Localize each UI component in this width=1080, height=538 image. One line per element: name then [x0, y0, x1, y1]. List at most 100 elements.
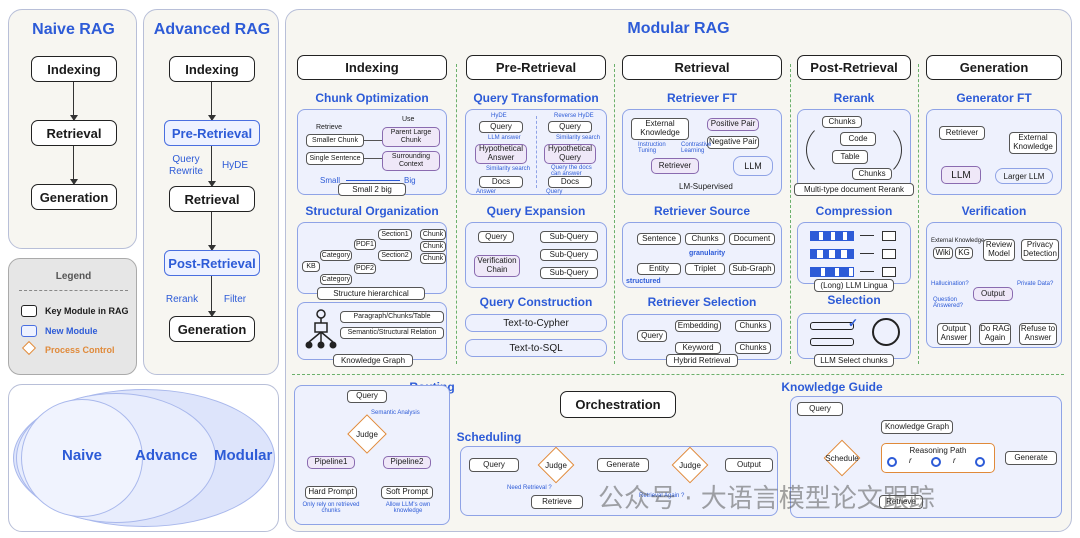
kg-generate-box: Generate	[1005, 451, 1057, 465]
small-big-arrow	[346, 180, 400, 181]
reasoning-node-1	[887, 457, 897, 467]
scheduling-title: Scheduling	[456, 430, 522, 444]
col-generation: Generation	[926, 55, 1062, 80]
sched-generate-box: Generate	[597, 458, 649, 472]
hyde-docs-box: Docs	[479, 176, 523, 188]
answer-tiny: Answer	[476, 189, 497, 195]
retriever-ft-box: External Knowledge Positive Pair Negativ…	[622, 109, 782, 195]
llm-select-caption: LLM Select chunks	[814, 354, 894, 367]
venn-panel: Naive Advance Modular	[8, 384, 279, 532]
advanced-indexing-step: Indexing	[169, 56, 255, 82]
retriever-source-box: Sentence Chunks Document granularity Ent…	[622, 222, 782, 288]
knowledge-graph-icon	[305, 309, 337, 349]
selection-title: Selection	[827, 293, 881, 307]
knowledge-graph-caption: Knowledge Graph	[333, 354, 413, 367]
advanced-rag-panel: Advanced RAG Indexing Pre-Retrieval Quer…	[143, 9, 279, 375]
surrounding-context-box: Surrounding Context	[382, 151, 440, 171]
lm-supervised-label: LM-Supervised	[679, 182, 733, 191]
reverse-hyde-tiny: Reverse HyDE	[554, 113, 594, 119]
compressed-bar-1	[882, 231, 896, 241]
naive-indexing-step: Indexing	[31, 56, 117, 82]
retrieval-again-tiny: Retrieval Again ?	[639, 493, 685, 499]
chunk-link-line	[364, 140, 382, 141]
wiki-box: Wiki	[933, 247, 953, 259]
sub-query-3: Sub-Query	[540, 267, 598, 279]
instruction-tuning-tiny: Instruction Tuning	[638, 142, 666, 154]
kg-box: KG	[955, 247, 973, 259]
col-post-retrieval: Post-Retrieval	[797, 55, 911, 80]
separator-3	[790, 64, 791, 364]
reasoning-r-1: r	[909, 456, 912, 465]
hyp-answer-box: Hypothetical Answer	[475, 144, 527, 164]
compression-box	[797, 222, 911, 284]
subgraph-box: Sub-Graph	[729, 263, 775, 275]
private-data-tiny: Private Data?	[1017, 281, 1054, 287]
ft-retriever-box: Retriever	[651, 158, 699, 174]
query-expansion-box: Query Verification Chain Sub-Query Sub-Q…	[465, 222, 607, 288]
separator-horizontal	[292, 374, 1064, 375]
advanced-arrow-1	[207, 82, 216, 121]
document-box: Document	[729, 233, 775, 245]
sub-query-2: Sub-Query	[540, 249, 598, 261]
knowledge-graph-box: Paragraph/Chunks/Table Semantic/Structur…	[297, 302, 447, 360]
category-node-2: Category	[320, 274, 352, 285]
advanced-rag-title: Advanced RAG	[153, 21, 271, 38]
naive-retrieval-step: Retrieval	[31, 120, 117, 146]
entity-box: Entity	[637, 263, 681, 275]
advanced-post-retrieval: Post-Retrieval	[164, 250, 260, 276]
qe-query-box: Query	[478, 231, 514, 243]
filter-label: Filter	[223, 294, 247, 305]
legend-divider	[19, 290, 128, 291]
compressed-bar-3	[882, 267, 896, 277]
col-indexing: Indexing	[297, 55, 447, 80]
kg-query-box: Query	[797, 402, 843, 416]
advanced-generation-step: Generation	[169, 316, 255, 342]
pipeline2-box: Pipeline2	[383, 456, 431, 469]
knowledge-guide-title: Knowledge Guide	[781, 380, 883, 394]
compression-arrow-1	[860, 235, 874, 236]
orchestration-title: Orchestration	[560, 391, 676, 418]
compression-title: Compression	[815, 204, 893, 218]
use-label: Use	[402, 116, 415, 123]
query-rewrite-label: Query Rewrite	[169, 154, 203, 177]
legend-key-swatch	[21, 305, 37, 317]
selection-box: ✓	[797, 313, 911, 359]
sched-output-box: Output	[725, 458, 773, 472]
need-retrieval-tiny: Need Retrieval ?	[507, 485, 552, 491]
do-rag-again-box: Do RAG Again	[979, 323, 1011, 345]
pdf1-node: PDF1	[354, 239, 376, 250]
semantic-analysis-tiny: Semantic Analysis	[371, 410, 420, 416]
llm-lingua-caption: (Long) LLM Lingua	[814, 279, 894, 292]
hyde-query-box: Query	[479, 121, 523, 133]
sched-judge-label-1: Judge	[545, 460, 567, 470]
ft-llm-box: LLM	[733, 156, 773, 176]
retrieve-label: Retrieve	[316, 124, 343, 131]
kg-knowledge-graph-box: Knowledge Graph	[881, 420, 953, 434]
rerank-loop	[806, 122, 902, 178]
advanced-arrow-3	[207, 212, 216, 251]
paragraph-chunks-table-box: Paragraph/Chunks/Table	[340, 311, 444, 323]
hallucination-tiny: Hallucination?	[931, 281, 969, 287]
sentence-box: Sentence	[637, 233, 681, 245]
query-tiny: Query	[546, 189, 563, 195]
single-sentence-box: Single Sentence	[306, 152, 364, 165]
ext-knowledge-tiny: External Knowledge	[931, 238, 985, 244]
selection-line-2	[810, 338, 854, 346]
hybrid-retrieval-caption: Hybrid Retrieval	[666, 354, 738, 367]
retriever-selection-box: Query Embedding Keyword Chunks Chunks	[622, 314, 782, 360]
routing-query-box: Query	[347, 390, 387, 403]
selection-query-box: Query	[637, 330, 667, 342]
venn-naive-circle	[21, 399, 143, 517]
review-model-box: Review Model	[983, 239, 1015, 261]
triplet-box: Triplet	[685, 263, 725, 275]
structural-organization-box: KB Category Category PDF1 PDF2 Section1 …	[297, 222, 447, 294]
structural-organization-title: Structural Organization	[305, 204, 439, 218]
output-answer-box: Output Answer	[937, 323, 971, 345]
keyword-chunks-box: Chunks	[735, 342, 771, 354]
chunk-node-2: Chunk	[420, 241, 446, 252]
query-transformation-title: Query Transformation	[473, 91, 599, 105]
structured-label: structured	[626, 278, 661, 285]
col-pre-retrieval: Pre-Retrieval	[466, 55, 606, 80]
modular-rag-title: Modular RAG	[627, 20, 730, 37]
venn-naive-label: Naive	[61, 447, 103, 464]
